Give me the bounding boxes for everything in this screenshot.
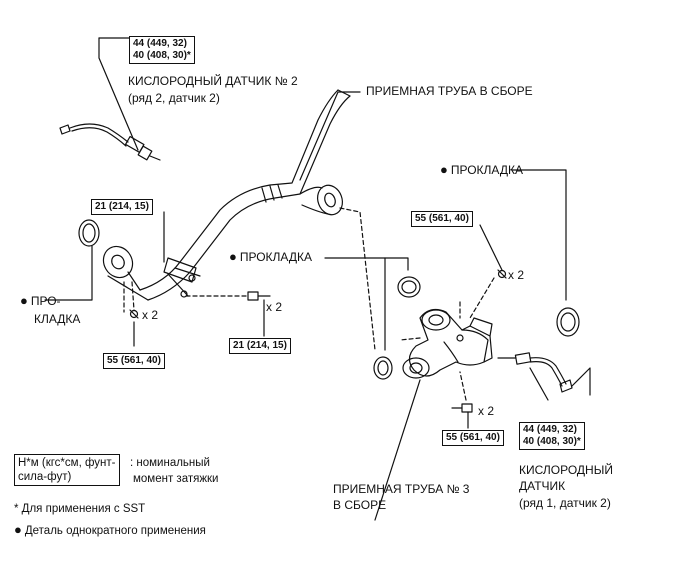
torque-value: 55 (561, 40) [446,432,500,443]
leader-line [324,257,409,271]
quantity-label: x 2 [478,404,495,418]
nut-left-part [129,309,139,319]
torque-value: 55 (561, 40) [107,355,161,366]
quantity-label: x 2 [266,300,283,314]
torque-value: 21 (214, 15) [95,201,149,212]
legend-unit-line-1: Н*м (кгс*см, фунт- [18,457,116,469]
leader-line [511,169,567,301]
torque-box-nut-right: 55 (561, 40) [411,211,473,227]
torque-box-sensor-1: 44 (449, 32) 40 (408, 30)* [519,422,585,450]
quantity-label: x 2 [142,308,159,322]
quantity-label: x 2 [508,268,525,282]
legend-unit-box: Н*м (кгс*см, фунт- сила-фут) [14,454,120,486]
front-pipe-part [102,89,351,301]
bolt-center-part [247,291,271,301]
torque-box-bolt-right: 55 (561, 40) [442,430,504,446]
gasket-left-part [78,219,100,247]
oxygen-sensor-2-label: КИСЛОРОДНЫЙ ДАТЧИК № 2 [128,74,298,88]
leader-line [529,367,549,401]
torque-box-bolt-center: 21 (214, 15) [229,338,291,354]
leader-line [479,224,503,271]
torque-value: 44 (449, 32) [523,424,577,435]
nut-right-part [497,269,507,279]
gasket-right-part [556,307,580,337]
front-pipe-3-label-2: В СБОРЕ [333,498,387,512]
oxygen-sensor-2-sublabel: (ряд 2, датчик 2) [128,91,220,105]
oxygen-sensor-1-part [497,352,573,393]
oxygen-sensor-1-label-3: (ряд 1, датчик 2) [519,496,611,510]
front-pipe-3-label-1: ПРИЕМНАЯ ТРУБА № 3 [333,482,470,496]
gasket-left-label-2: КЛАДКА [34,312,81,326]
bolt-right-part [451,403,473,413]
gasket-right-label: ПРОКЛАДКА [440,163,523,177]
legend-unit-line-2: сила-фут) [18,471,72,483]
leader-line [44,245,93,301]
legend-single-use: Деталь однократного применения [14,523,206,538]
gasket-center-label: ПРОКЛАДКА [229,250,312,264]
leader-line [98,37,139,151]
gasket-center-part [397,276,421,298]
front-pipe-3-part [402,308,493,379]
torque-value-sst: 40 (408, 30)* [523,436,581,447]
gasket-lower-part [373,356,393,380]
oxygen-sensor-2-part [59,123,161,161]
torque-box-clamp: 21 (214, 15) [91,199,153,215]
legend-unit-desc-1: : номинальный [130,457,210,469]
torque-value-sst: 40 (408, 30)* [133,50,191,61]
torque-box-sensor-2: 44 (449, 32) 40 (408, 30)* [129,36,195,64]
leader-line [299,91,361,181]
torque-value: 21 (214, 15) [233,340,287,351]
oxygen-sensor-1-label-2: ДАТЧИК [519,479,566,493]
torque-box-nut-left: 55 (561, 40) [103,353,165,369]
leader-line [374,379,421,521]
leader-line [571,367,591,396]
torque-value: 55 (561, 40) [415,213,469,224]
oxygen-sensor-1-label-1: КИСЛОРОДНЫЙ [519,463,613,477]
legend-sst-note: * Для применения с SST [14,503,146,515]
torque-value: 44 (449, 32) [133,38,187,49]
gasket-left-label-1: ПРО- [20,294,61,308]
legend-unit-desc-2: момент затяжки [133,473,219,485]
front-pipe-label: ПРИЕМНАЯ ТРУБА В СБОРЕ [366,84,533,98]
